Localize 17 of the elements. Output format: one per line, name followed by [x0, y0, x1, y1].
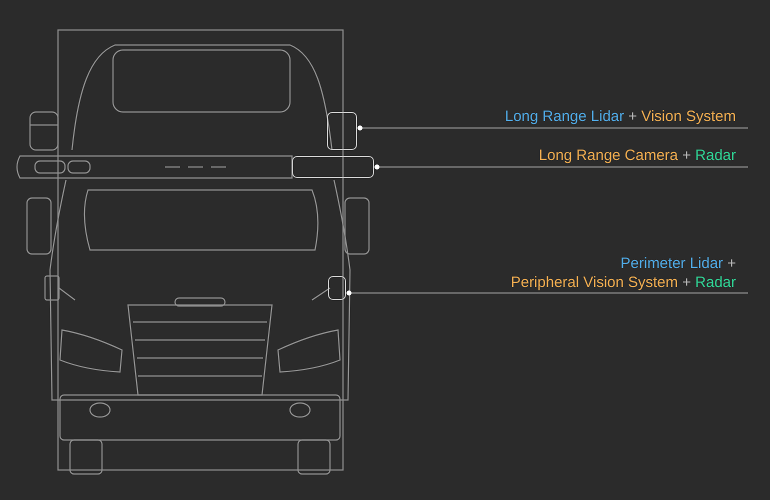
plus-sign: +: [682, 274, 691, 291]
camera-radar-pod: [292, 156, 374, 178]
lidar-sensor: [327, 112, 357, 150]
plus-sign: +: [682, 147, 691, 164]
mirror-sensor: [328, 276, 346, 300]
sensor-label: Long Range Camera: [538, 147, 678, 164]
leader-line: [358, 126, 748, 130]
sensor-label: Radar: [695, 147, 736, 164]
sensor-label: Radar: [695, 274, 736, 291]
leader-line: [346, 290, 748, 296]
plus-sign: +: [628, 108, 638, 125]
sensor-label: Long Range Lidar: [504, 108, 624, 125]
leader-line: [374, 164, 748, 170]
sensor-label: Peripheral Vision System: [510, 274, 678, 291]
plus-sign: +: [727, 255, 736, 272]
sensor-label: Perimeter Lidar: [620, 255, 724, 272]
sensor-label: Vision System: [641, 108, 736, 125]
